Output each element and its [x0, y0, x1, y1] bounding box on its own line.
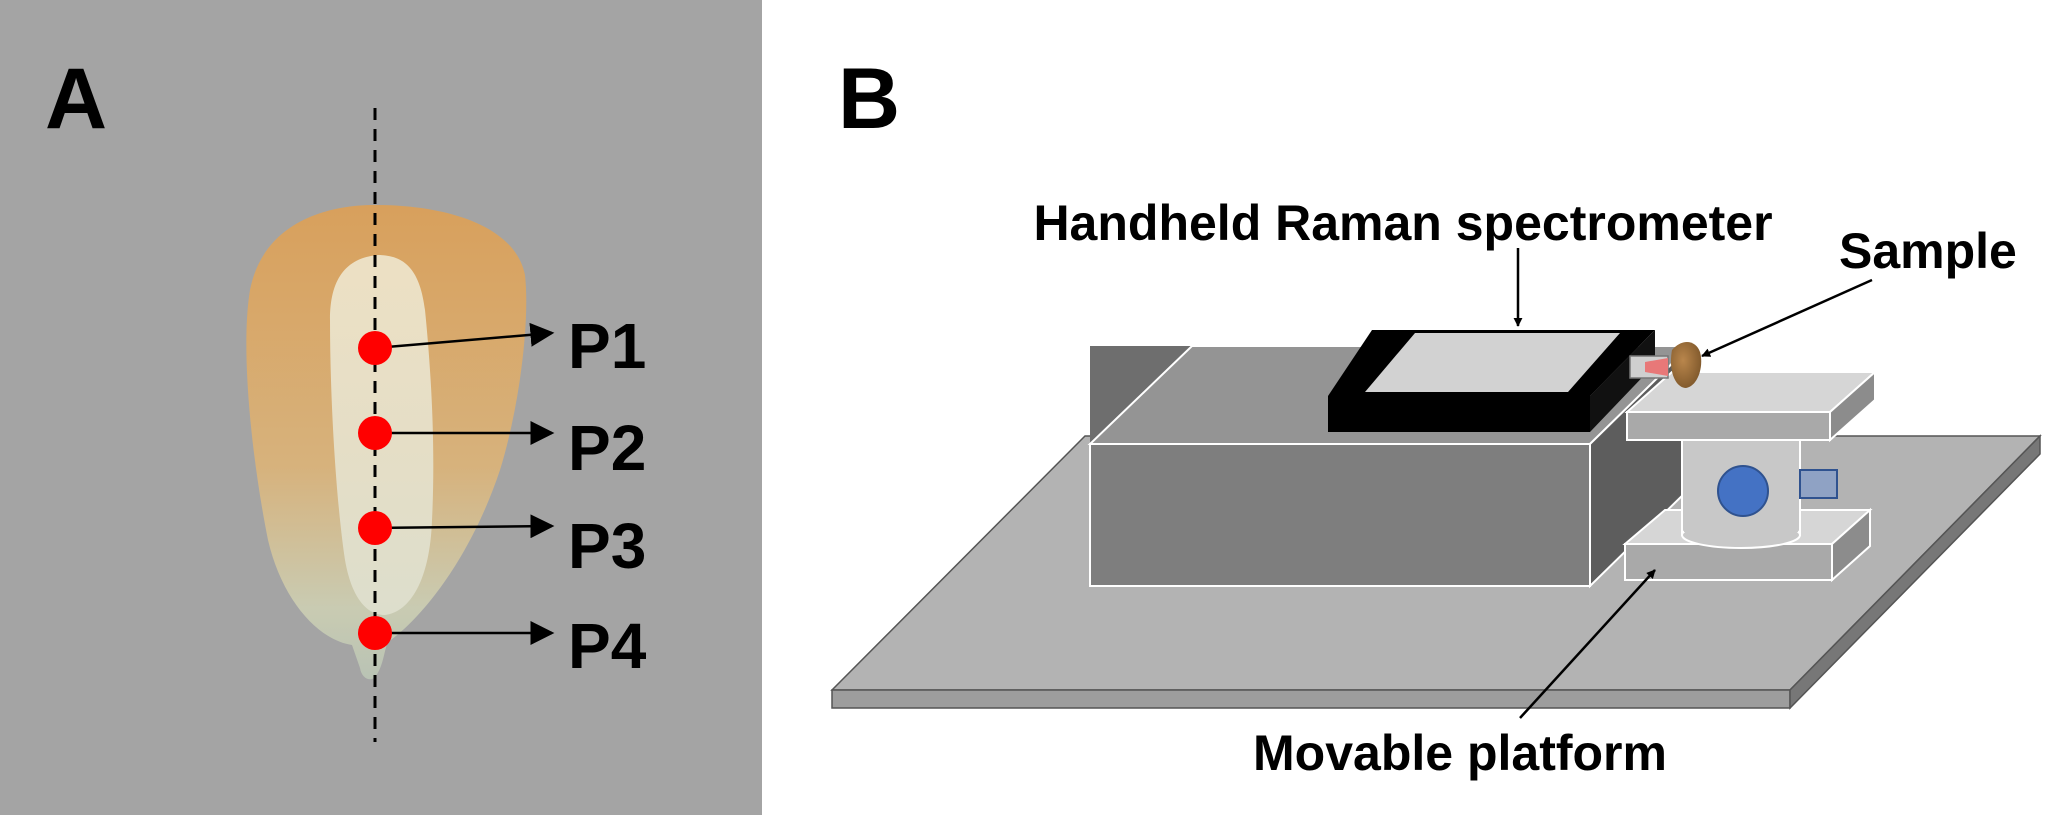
point-dot: [358, 331, 392, 365]
point-dot: [358, 511, 392, 545]
platform-knob-icon: [1717, 465, 1769, 517]
point-p1: P1: [358, 310, 646, 382]
spectrometer-body: [1087, 330, 1693, 589]
panel-a-label: A: [45, 51, 107, 147]
panel-a: A P1 P2 P3 P4: [0, 0, 762, 815]
point-p3: P3: [358, 510, 646, 582]
point-label: P4: [568, 610, 647, 682]
panel-b: B: [830, 51, 2042, 781]
point-dot: [358, 616, 392, 650]
panel-b-label: B: [838, 51, 900, 147]
movable-platform: [1622, 369, 1878, 583]
spectrometer-screen: [1365, 333, 1620, 392]
platform-label: Movable platform: [1253, 725, 1667, 781]
point-p4: P4: [358, 610, 647, 682]
point-dot: [358, 416, 392, 450]
point-arrow: [374, 514, 555, 539]
laser-beam: [1645, 358, 1668, 376]
point-arrow: [374, 322, 555, 350]
point-label: P1: [568, 310, 646, 382]
sample-kernel-icon: [1670, 341, 1702, 388]
probe-and-sample: [1629, 341, 1702, 388]
platform-button-icon: [1799, 469, 1838, 499]
point-p2: P2: [358, 412, 646, 484]
sample-label: Sample: [1839, 223, 2017, 279]
point-label: P2: [568, 412, 646, 484]
platform-arrow: [1519, 569, 1656, 719]
point-label: P3: [568, 510, 646, 582]
sample-arrow: [1701, 278, 1873, 358]
spectrometer-label: Handheld Raman spectrometer: [1033, 195, 1772, 251]
